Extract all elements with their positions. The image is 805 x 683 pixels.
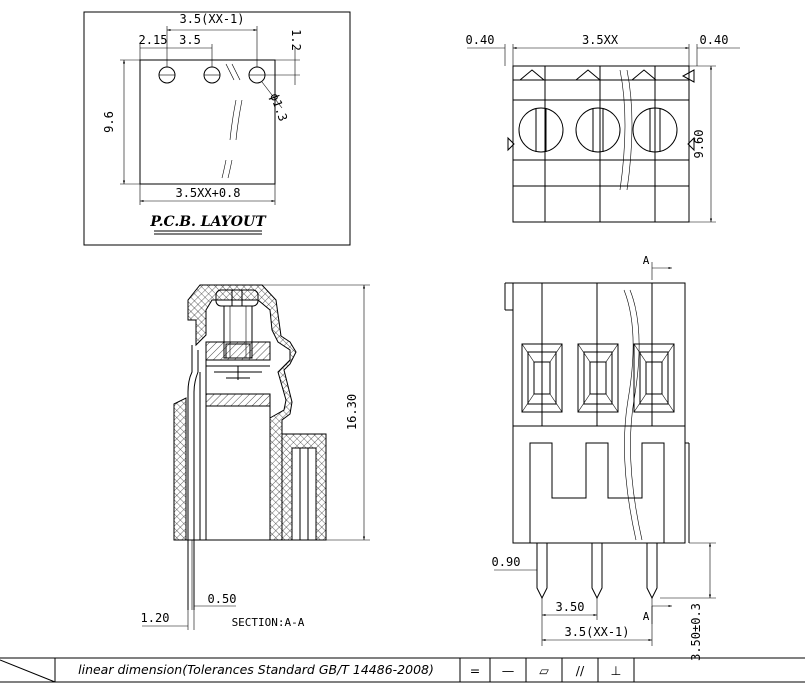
top-dim-left: 0.40 bbox=[466, 33, 495, 47]
front-dim-total: 3.5(XX-1) bbox=[564, 625, 629, 639]
symbol-planarity: ▱ bbox=[539, 663, 549, 678]
symbol-parallelism: // bbox=[576, 663, 585, 678]
section-caption: SECTION:A-A bbox=[232, 616, 305, 629]
clamp-upper bbox=[205, 341, 271, 361]
housing-right-block bbox=[281, 433, 327, 541]
front-dim-pin-length: 3.50±0.3 bbox=[689, 603, 703, 661]
housing-left-wall bbox=[173, 397, 187, 541]
pcb-layout-frame bbox=[83, 11, 351, 246]
front-marker-bottom: A bbox=[643, 610, 650, 623]
wire-entries bbox=[521, 343, 675, 413]
top-dim-mid: 3.5XX bbox=[582, 33, 619, 47]
tolerance-text: linear dimension(Tolerances Standard GB/… bbox=[78, 662, 434, 677]
top-view-screws bbox=[518, 107, 678, 153]
front-view: A A 0.90 3.50 3.5(XX-1) 3.50±0.3 bbox=[492, 254, 716, 661]
pcb-dim-hole-dia: ϕ1.3 bbox=[267, 91, 290, 123]
section-dim-pin-width: 0.50 bbox=[208, 592, 237, 606]
pcb-layout-view: 3.5(XX-1) 2.15 3.5 1.2 9.6 ϕ1.3 3.5XX+0.… bbox=[83, 11, 351, 246]
top-view: 0.40 3.5XX 0.40 9.60 bbox=[466, 33, 740, 223]
top-view-body bbox=[512, 65, 690, 223]
top-dim-right: 0.40 bbox=[700, 33, 729, 47]
front-dim-pitch: 3.50 bbox=[556, 600, 585, 614]
pcb-dim-bottom: 3.5XX+0.8 bbox=[175, 186, 240, 200]
clamp-lower bbox=[205, 393, 271, 407]
front-pins bbox=[536, 543, 658, 600]
front-view-body bbox=[512, 282, 686, 544]
pcb-dim-pitch: 3.5 bbox=[179, 33, 201, 47]
front-marker-top: A bbox=[643, 254, 650, 267]
symbol-perpendicularity: ⊥ bbox=[611, 663, 622, 678]
top-dim-height: 9.60 bbox=[692, 130, 706, 159]
symbol-straightness: — bbox=[502, 663, 515, 678]
pcb-outline bbox=[139, 59, 276, 185]
section-view: 16.30 0.50 1.20 SECTION:A-A bbox=[141, 284, 370, 630]
title-block: linear dimension(Tolerances Standard GB/… bbox=[0, 657, 805, 683]
pcb-dim-top-total: 3.5(XX-1) bbox=[179, 12, 244, 26]
pcb-dim-hole-offset: 1.2 bbox=[289, 29, 303, 51]
pcb-dim-edge: 2.15 bbox=[139, 33, 168, 47]
front-dim-pin-width: 0.90 bbox=[492, 555, 521, 569]
section-dim-pin-offset: 1.20 bbox=[141, 611, 170, 625]
symbol-flatness: = bbox=[470, 663, 480, 678]
section-dim-height: 16.30 bbox=[345, 394, 359, 430]
housing-upper bbox=[187, 284, 297, 541]
pcb-layout-title: P.C.B. LAYOUT bbox=[149, 214, 267, 230]
front-lower-channels bbox=[529, 442, 665, 543]
pcb-dim-height: 9.6 bbox=[102, 111, 116, 133]
pcb-holes bbox=[158, 66, 266, 84]
